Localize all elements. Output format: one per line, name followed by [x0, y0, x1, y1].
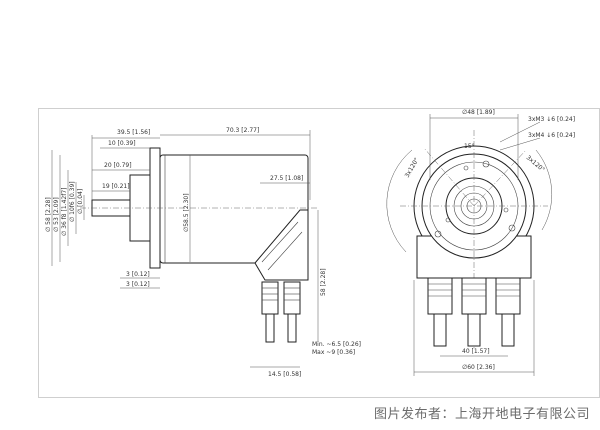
connector-bracket [254, 209, 309, 281]
dim-side-1: 39.5 [1.56] [117, 129, 150, 136]
dim-side-8: ∅ 58 [2.28] [45, 197, 52, 232]
dim-side-14: 3 [0.12] [126, 271, 150, 278]
dim-side-17: Min. ~6.5 [0.26] [312, 341, 361, 348]
front-view: ∅48 [1.89] 3xM3 ↓6 [0.24] 3xM4 ↓6 [0.24]… [386, 109, 575, 376]
bolt-hole-small-1 [463, 165, 469, 171]
dim-side-18: Max ~9 [0.36] [312, 349, 355, 356]
dim-front-7: 40 [1.57] [462, 348, 490, 355]
cable-gland-right [283, 281, 301, 343]
bolt-hole-small-3 [503, 207, 509, 213]
dim-front-1: ∅48 [1.89] [462, 109, 495, 116]
dim-side-3: 20 [0.79] [104, 162, 132, 169]
dim-front-5: 3x120° [404, 157, 421, 179]
dim-front-4: 15° [464, 143, 475, 150]
bolt-hole-right [508, 224, 516, 232]
front-angle-line-1 [423, 147, 475, 207]
dim-front-8: ∅60 [2.36] [462, 364, 495, 371]
bracket-ribs [261, 221, 303, 271]
front-gland-3 [495, 277, 521, 347]
dim-side-6: 27.5 [1.08] [270, 175, 303, 182]
dim-side-16: 58 [2.28] [320, 268, 327, 296]
dim-side-10: ∅ 36 f8 [1.42f7] [61, 188, 68, 236]
front-gland-1 [427, 277, 453, 347]
front-angle-line-2 [473, 149, 527, 207]
dim-side-15: 3 [0.12] [126, 281, 150, 288]
publisher-caption: 图片发布者：上海开地电子有限公司 [373, 407, 590, 422]
dim-side-5: 70.3 [2.77] [226, 127, 259, 134]
dim-front-3: 3xM4 ↓6 [0.24] [528, 132, 575, 139]
dim-front-2: 3xM3 ↓6 [0.24] [528, 116, 575, 123]
bolt-hole-top [482, 160, 490, 168]
dim-side-19: 14.5 [0.58] [268, 371, 301, 378]
dim-side-7: ∅58.5 [2.30] [183, 193, 190, 232]
bolt-hole-small-2 [445, 217, 451, 223]
cable-gland-left [261, 281, 279, 343]
dim-side-9: ∅ 53 [2.09] [53, 197, 60, 232]
housing [159, 154, 309, 264]
dim-side-4: 19 [0.21] [102, 183, 130, 190]
dim-side-12: ∅ [0.04] [77, 189, 84, 214]
dim-front-6: 3x120° [525, 154, 546, 173]
dim-side-2: 10 [0.39] [108, 140, 136, 147]
bolt-hole-left [434, 230, 442, 238]
side-view: 39.5 [1.56] 10 [0.39] 20 [0.79] 19 [0.21… [45, 127, 361, 378]
front-gland-2 [461, 277, 487, 347]
dim-side-11: ∅ 10f6 [0.39] [69, 181, 76, 222]
